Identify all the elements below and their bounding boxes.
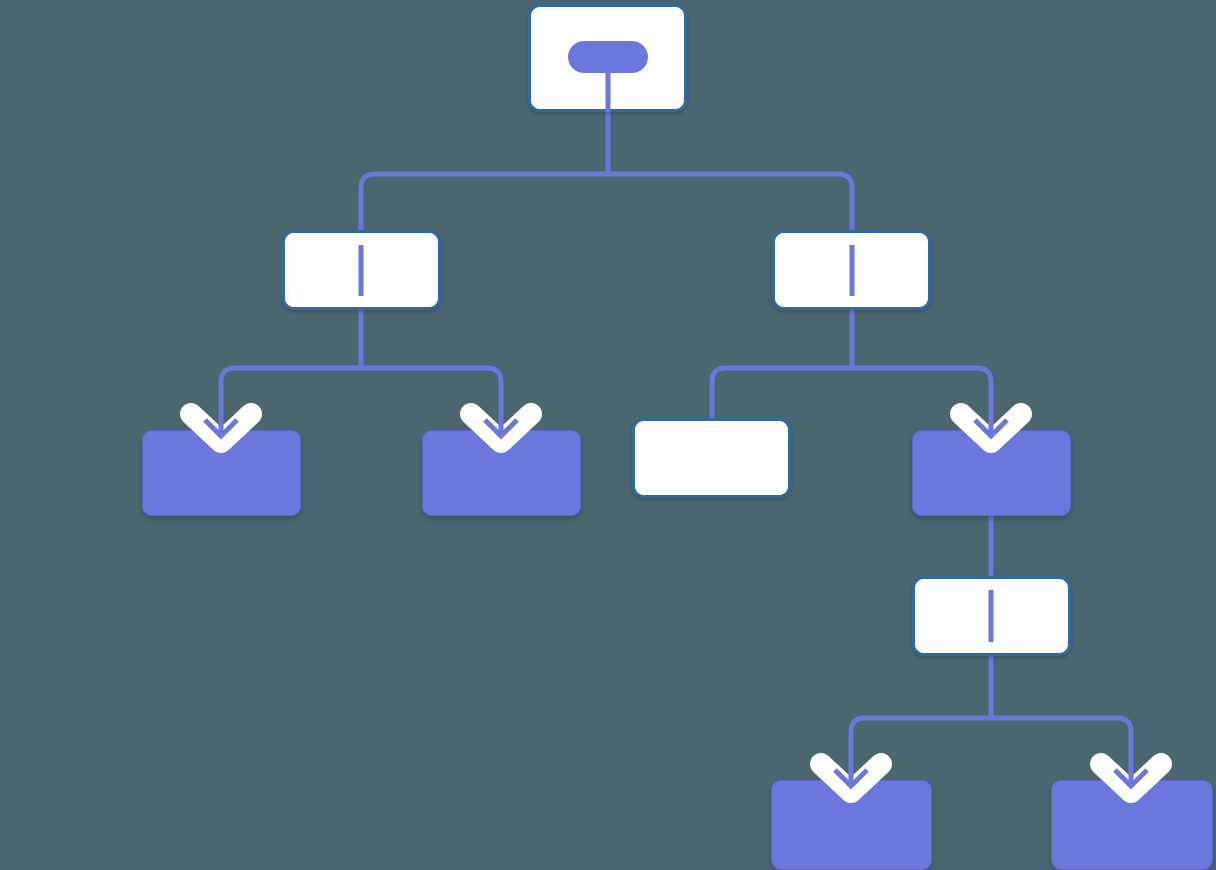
node-root-badge xyxy=(568,41,648,73)
node-level1-left[interactable] xyxy=(282,230,441,310)
node-level3-a[interactable] xyxy=(912,576,1071,656)
node-level2-c[interactable] xyxy=(632,418,791,498)
node-level1-right[interactable] xyxy=(772,230,931,310)
node-level2-b[interactable] xyxy=(422,430,581,516)
node-level4-b[interactable] xyxy=(1051,780,1213,870)
node-root[interactable] xyxy=(528,4,687,112)
node-level2-d[interactable] xyxy=(912,430,1071,516)
node-level2-a[interactable] xyxy=(142,430,301,516)
node-level4-a[interactable] xyxy=(771,780,932,870)
